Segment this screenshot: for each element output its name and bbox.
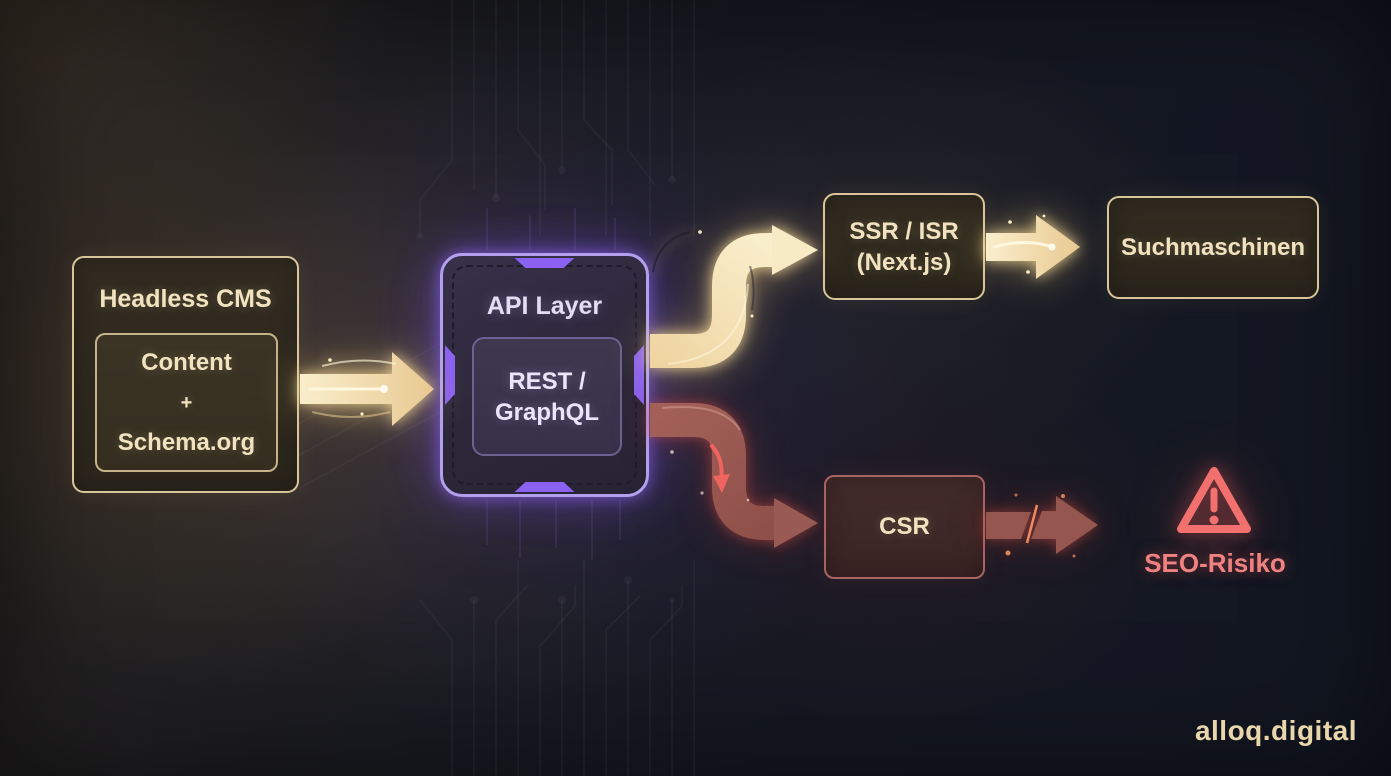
seo-risk-label: SEO-Risiko — [1144, 548, 1286, 578]
schema-org-label: Schema.org — [117, 428, 256, 456]
rest-label: REST / — [508, 367, 586, 395]
ssr-isr-label: SSR / ISR — [849, 217, 959, 245]
arrow-api-to-csr — [650, 403, 818, 548]
plus-sign: + — [180, 391, 193, 414]
node-suchmaschinen: Suchmaschinen — [1107, 196, 1319, 299]
arrow-api-to-ssr — [650, 225, 818, 368]
arrow-ssr-to-suchmaschinen — [986, 214, 1080, 279]
csr-label: CSR — [879, 513, 930, 540]
arrow-cms-to-api — [300, 352, 434, 426]
warning-triangle-icon — [1177, 467, 1251, 533]
node-headless-cms-title: Headless CMS — [99, 285, 272, 313]
node-rest-graphql: REST / GraphQL — [472, 337, 622, 456]
node-content-schema: Content + Schema.org — [95, 333, 278, 472]
chip-notch-right — [634, 345, 644, 405]
content-label: Content — [141, 348, 232, 376]
watermark-alloq-digital: alloq.digital — [1194, 715, 1357, 746]
chip-notch-bottom — [514, 482, 575, 492]
node-ssr-isr: SSR / ISR (Next.js) — [823, 193, 985, 300]
graphql-label: GraphQL — [494, 398, 599, 426]
nextjs-label: (Next.js) — [856, 248, 952, 276]
node-headless-cms: Headless CMS Content + Schema.org — [72, 256, 299, 493]
node-api-layer-title: API Layer — [486, 292, 603, 320]
node-csr: CSR — [824, 475, 985, 579]
chip-notch-left — [445, 345, 455, 405]
node-api-layer-chip: API Layer REST / GraphQL — [440, 253, 649, 497]
arrow-csr-to-seo-risk-broken — [986, 493, 1098, 558]
chip-notch-top — [514, 258, 575, 268]
suchmaschinen-label: Suchmaschinen — [1120, 234, 1306, 261]
